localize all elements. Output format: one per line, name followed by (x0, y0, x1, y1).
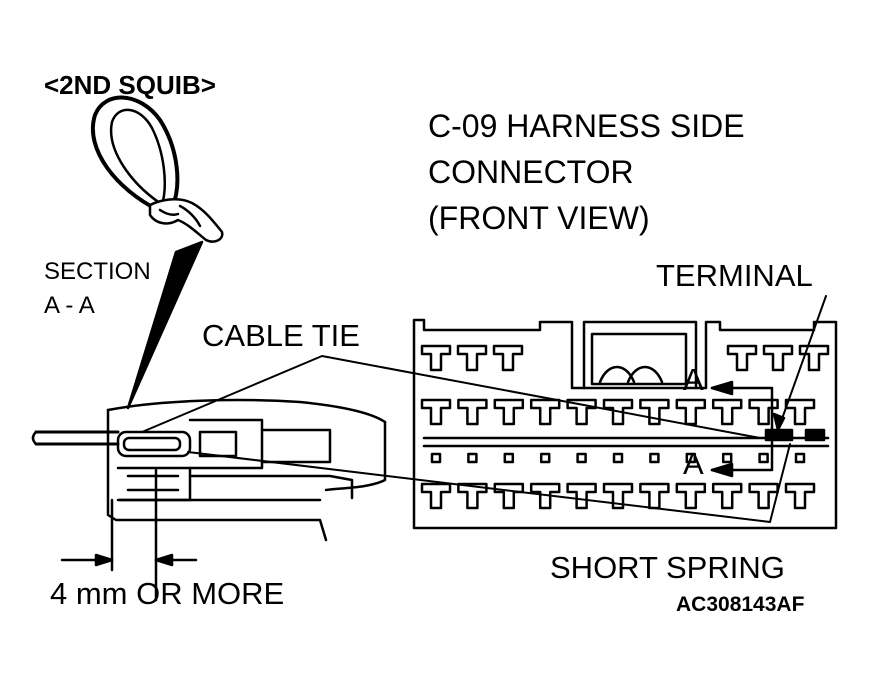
terminal-cavity (798, 344, 830, 372)
terminal-cavity (602, 398, 634, 426)
terminal-cavity (457, 482, 488, 510)
figure-code: AC308143AF (676, 593, 805, 616)
cavity-square (794, 452, 806, 464)
terminal-cavity (602, 482, 634, 510)
terminal-cavity (784, 482, 816, 510)
terminal-cavity (711, 398, 743, 426)
cavity-square (576, 452, 587, 464)
cavity-square (649, 452, 660, 464)
terminal-label: TERMINAL (656, 258, 813, 293)
terminal-leader (777, 295, 827, 431)
terminal-cavity (762, 344, 794, 372)
connector-title-line2: CONNECTOR (428, 154, 634, 190)
section-label-line1: SECTION (44, 258, 151, 285)
cavity-square (758, 452, 769, 464)
terminal-cavity (492, 344, 524, 372)
terminal-cavity (566, 398, 597, 426)
terminal-cavity (566, 482, 597, 510)
section-a-a-view (31, 398, 387, 602)
terminal-cavity (748, 482, 779, 510)
terminal-cavity (493, 398, 525, 426)
terminal-cavity (420, 398, 452, 426)
terminal-cavity (675, 482, 707, 510)
terminal-cavity (457, 398, 488, 426)
terminal-cavity (456, 344, 488, 372)
terminal-cavity (420, 482, 452, 510)
cavity-square (430, 452, 442, 464)
connector-title-line1: C-09 HARNESS SIDE (428, 108, 745, 144)
cavity-square (612, 452, 624, 464)
section-label-line2: A - A (44, 292, 95, 319)
terminal-cavity (675, 398, 707, 426)
terminal-cavity (748, 398, 779, 426)
second-squib-label: <2ND SQUIB> (44, 70, 216, 100)
terminal-cavity (711, 482, 743, 510)
cavity-square (685, 452, 697, 464)
connector-title-line3: (FRONT VIEW) (428, 200, 650, 236)
terminal-cavity (529, 398, 561, 426)
terminal-cavity (529, 482, 561, 510)
cavity-square (503, 452, 515, 464)
cable-tie-illustration (91, 95, 224, 243)
section-mark-lower: A (683, 446, 704, 481)
cable-tie-leader (141, 355, 761, 439)
cavity-square (721, 452, 733, 464)
dimension-label: 4 mm OR MORE (50, 576, 285, 611)
terminal-cavity (726, 344, 758, 372)
terminal-cavity (639, 398, 670, 426)
short-spring-label: SHORT SPRING (550, 550, 785, 585)
cavity-square (539, 452, 551, 464)
cable-tie-label: CABLE TIE (202, 318, 360, 353)
terminal-cavity (420, 344, 452, 372)
terminal-cavity (493, 482, 525, 510)
section-arrow-upper (710, 386, 774, 472)
cavity-square (467, 452, 478, 464)
terminal-cavity (784, 398, 816, 426)
section-mark-upper: A (683, 362, 704, 397)
short-spring-leader (187, 443, 791, 523)
section-pointer (126, 240, 204, 410)
